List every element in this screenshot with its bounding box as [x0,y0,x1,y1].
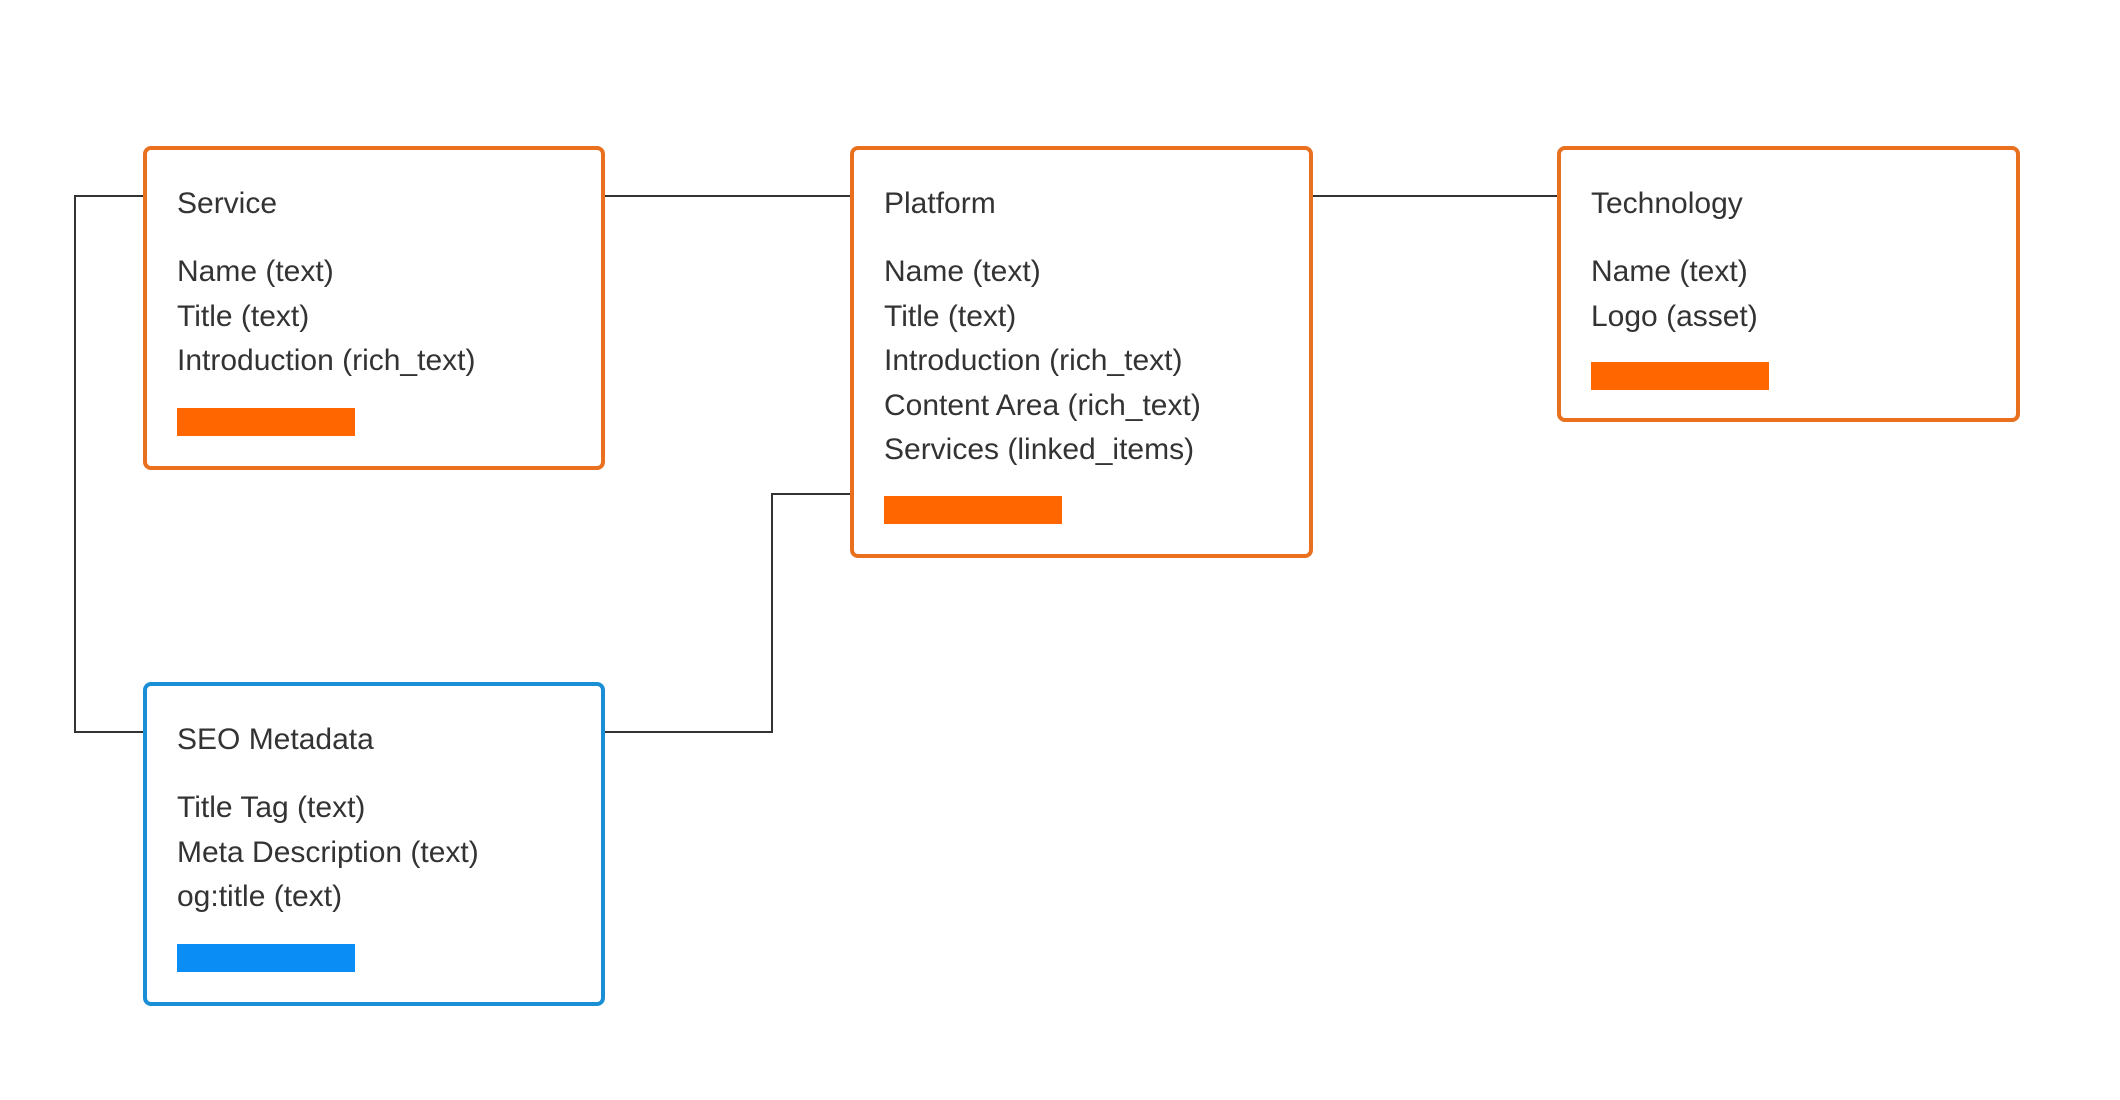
connector-seo-platform [603,493,851,733]
field-list: Title Tag (text) Meta Description (text)… [177,786,601,920]
field-title: Title (text) [177,299,310,333]
field-og-title: og:title (text) [177,880,343,913]
field-name: Name (text) [884,255,1041,288]
field-title-tag: Title Tag (text) [177,791,366,824]
field-introduction: Introduction (rich_text) [884,344,1183,377]
field-name: Name (text) [177,255,334,288]
field-list: Name (text) Title (text) Introduction (r… [884,250,1309,473]
field-title: Title (text) [884,299,1017,333]
field-introduction: Introduction (rich_text) [177,344,476,377]
field-name: Name (text) [1591,255,1748,288]
node-title: Platform [884,187,996,220]
field-meta-description: Meta Description (text) [177,835,479,869]
node-service[interactable]: Service Name (text) Title (text) Introdu… [143,146,605,470]
snippet-color-bar [177,944,355,972]
field-services: Services (linked_items) [884,433,1195,466]
content-type-color-bar [1591,362,1769,390]
node-title: Technology [1591,187,1743,220]
node-title: Service [177,187,278,220]
node-technology[interactable]: Technology Name (text) Logo (asset) [1557,146,2020,422]
field-logo: Logo (asset) [1591,299,1758,333]
node-seo-metadata[interactable]: SEO Metadata Title Tag (text) Meta Descr… [143,682,605,1006]
connector-seo-service [74,195,144,733]
content-type-color-bar [177,408,355,436]
node-platform[interactable]: Platform Name (text) Title (text) Introd… [850,146,1313,558]
field-list: Name (text) Logo (asset) [1591,250,2016,339]
field-content-area: Content Area (rich_text) [884,388,1201,422]
content-type-color-bar [884,496,1062,524]
field-list: Name (text) Title (text) Introduction (r… [177,250,601,384]
node-title: SEO Metadata [177,723,374,756]
